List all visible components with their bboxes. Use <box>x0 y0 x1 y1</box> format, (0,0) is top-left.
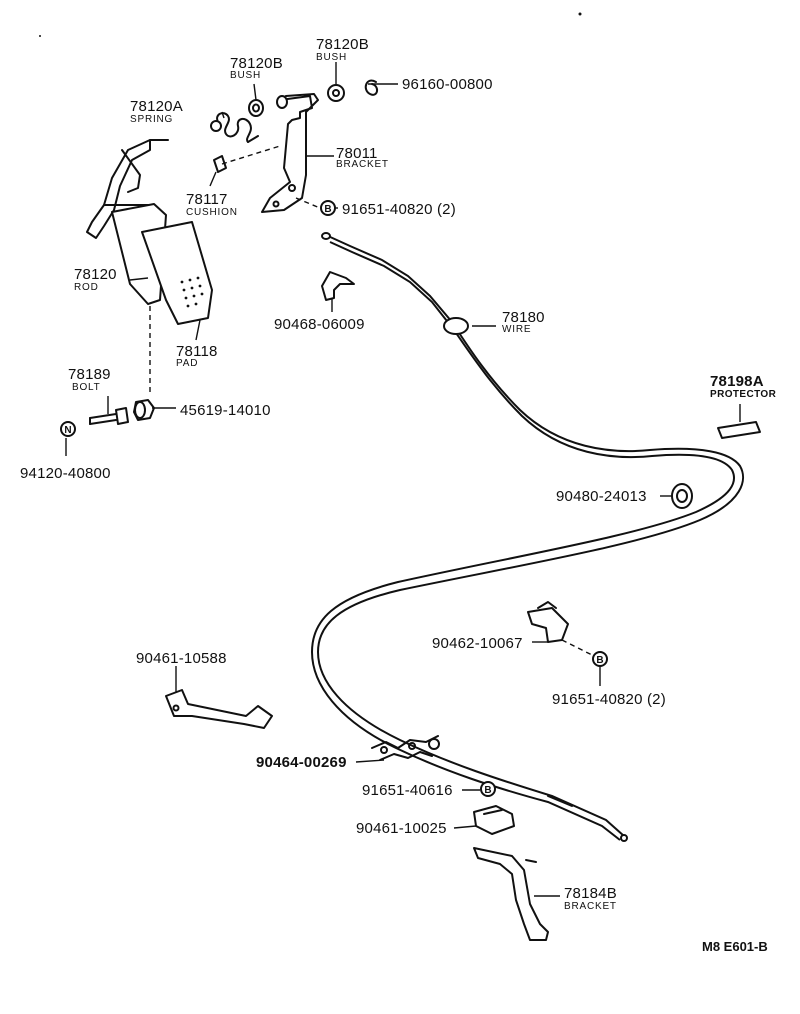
label-bolt-78189-number: 78189 <box>68 366 111 383</box>
mark-b-lower: B <box>480 781 496 797</box>
clamp-90461a-drawing <box>165 689 273 729</box>
label-bracket-78184b-number: 78184B <box>564 885 617 902</box>
label-protector-desc: PROTECTOR <box>710 389 777 400</box>
pad-drawing <box>111 203 213 325</box>
grommet-drawing <box>671 483 693 509</box>
label-bush-lower-desc: BUSH <box>316 52 347 63</box>
label-cushion-desc: CUSHION <box>186 207 238 218</box>
mark-b-upper: B <box>320 200 336 216</box>
label-protector-number: 78198A <box>710 373 764 390</box>
label-clip-96160: 96160-00800 <box>402 76 493 93</box>
spring-drawing <box>210 112 259 143</box>
wire-cable-drawing <box>310 232 744 842</box>
label-clamp-90461a: 90461-10588 <box>136 650 227 667</box>
bush-lower-drawing <box>327 84 345 102</box>
mark-b-middle: B <box>592 651 608 667</box>
label-pad-number: 78118 <box>176 343 218 360</box>
leader-lines <box>65 62 741 897</box>
label-rod-desc: ROD <box>74 282 99 293</box>
cushion-drawing <box>213 155 227 173</box>
bush-upper-drawing <box>248 99 264 117</box>
label-cushion-number: 78117 <box>186 191 228 208</box>
label-bush-upper-desc: BUSH <box>230 70 261 81</box>
label-spring-desc: SPRING <box>130 114 173 125</box>
stopper-45619-drawing <box>133 399 155 421</box>
nut-mark-label: N <box>64 425 71 436</box>
figure-code: M8 E601-B <box>702 939 768 954</box>
label-bolt-b-lower: 91651-40616 <box>362 782 453 799</box>
label-clamp-90462: 90462-10067 <box>432 635 523 652</box>
label-grommet: 90480-24013 <box>556 488 647 505</box>
clamp-90461b-drawing <box>473 805 515 835</box>
label-bolt-78189-desc: BOLT <box>72 382 101 393</box>
label-nut: 94120-40800 <box>20 465 111 482</box>
label-clip-90468: 90468-06009 <box>274 316 365 333</box>
clamp-90462-drawing <box>527 601 569 643</box>
label-clip-90464: 90464-00269 <box>256 754 347 771</box>
svg-text:B: B <box>596 655 603 666</box>
label-wire-desc: WIRE <box>502 324 531 335</box>
label-clamp-90461b: 90461-10025 <box>356 820 447 837</box>
speck <box>578 12 582 16</box>
clip-90464-drawing <box>371 735 440 761</box>
label-bush-lower-number: 78120B <box>316 36 369 53</box>
label-spring-number: 78120A <box>130 98 183 115</box>
label-pad-desc: PAD <box>176 358 198 369</box>
clip-90468-drawing <box>321 271 355 301</box>
svg-text:B: B <box>324 204 331 215</box>
speck <box>39 35 41 37</box>
label-rod-number: 78120 <box>74 266 117 283</box>
bracket-78184b-drawing <box>473 847 549 941</box>
label-bolt-b-middle: 91651-40820 (2) <box>552 691 666 708</box>
bolt-78189-drawing <box>89 407 129 425</box>
label-wire-number: 78180 <box>502 309 545 326</box>
clip-96160-drawing <box>364 79 378 96</box>
label-bush-upper-number: 78120B <box>230 55 283 72</box>
label-bracket-78184b-desc: BRACKET <box>564 901 617 912</box>
label-bracket-78011-desc: BRACKET <box>336 159 389 170</box>
label-stopper: 45619-14010 <box>180 402 271 419</box>
svg-text:B: B <box>484 785 491 796</box>
label-bolt-b-upper: 91651-40820 (2) <box>342 201 456 218</box>
protector-drawing <box>717 421 761 439</box>
nut-mark-drawing <box>60 421 76 437</box>
label-bracket-78011-number: 78011 <box>336 145 378 162</box>
bracket-78011-drawing <box>261 93 319 213</box>
